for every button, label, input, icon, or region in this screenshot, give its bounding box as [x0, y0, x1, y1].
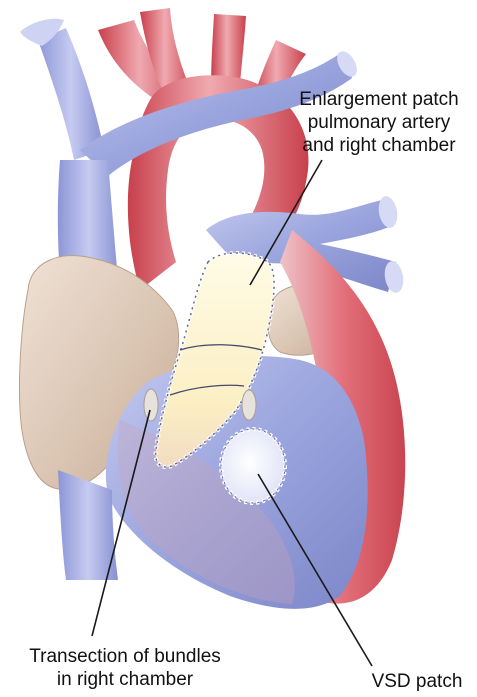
- vsd-patch-label-line-1: VSD patch: [362, 670, 472, 693]
- transection-label-line-2: in right chamber: [6, 668, 244, 691]
- enlargement-patch-label-line-1: Enlargement patch: [286, 88, 472, 111]
- vsd-patch: [221, 429, 285, 503]
- enlargement-patch-label-line-3: and right chamber: [286, 134, 472, 157]
- transected-bundle-right: [242, 390, 256, 420]
- transection-label-line-1: Transection of bundles: [6, 645, 244, 668]
- transection-label: Transection of bundles in right chamber: [6, 645, 244, 691]
- enlargement-patch-label: Enlargement patch pulmonary artery and r…: [286, 88, 472, 157]
- enlargement-patch-label-line-2: pulmonary artery: [286, 111, 472, 134]
- vsd-patch-label: VSD patch: [362, 670, 472, 693]
- transected-bundle-left: [144, 389, 158, 421]
